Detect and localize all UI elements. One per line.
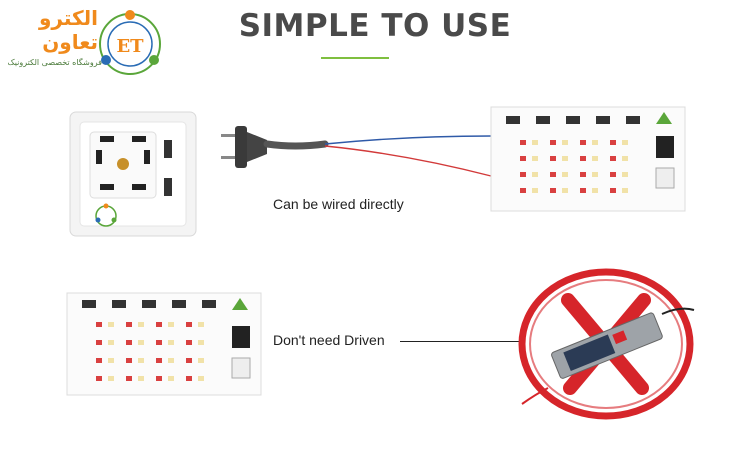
led-board-image-2 <box>66 292 262 396</box>
led-board-image <box>490 106 686 212</box>
power-plug-image <box>215 114 495 194</box>
brand-tagline: فروشگاه تخصصی الکترونیک <box>7 58 102 67</box>
brand-monogram: ET <box>116 36 144 57</box>
wired-caption: Can be wired directly <box>273 196 404 212</box>
brand-emblem: ET <box>99 10 161 75</box>
wall-socket-image <box>66 106 200 240</box>
page-title: SIMPLE TO USE <box>238 8 512 44</box>
no-driver-icon <box>512 266 700 422</box>
title-underline <box>321 57 389 59</box>
brand-name-fa: الکترو تعاون <box>38 6 98 54</box>
caption-leader-line <box>400 341 520 342</box>
driver-caption: Don't need Driven <box>273 332 385 348</box>
brand-logo[interactable]: ET <box>6 2 166 82</box>
